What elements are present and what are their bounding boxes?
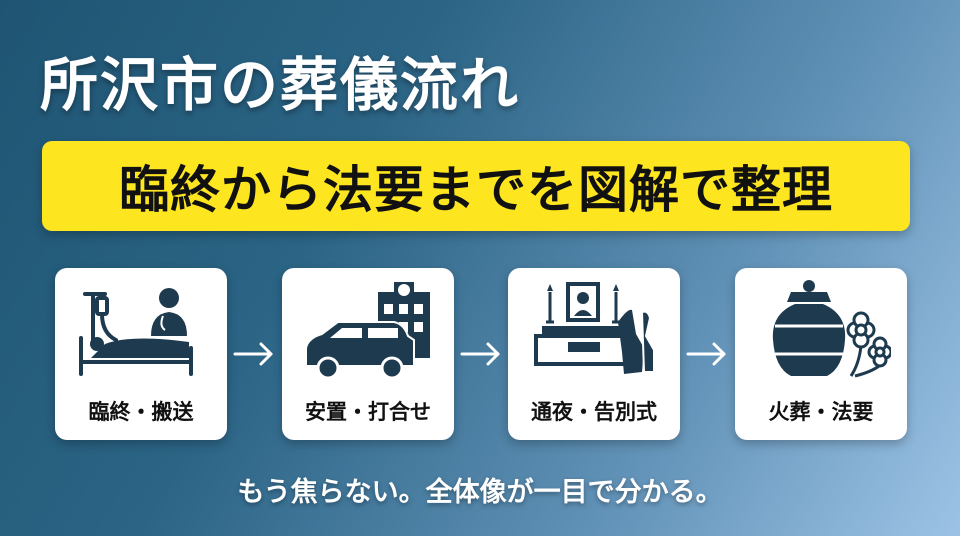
hearse-building-icon — [305, 282, 430, 380]
subtitle: 臨終から法要までを図解で整理 — [119, 161, 833, 219]
page-title: 所沢市の葬儀流れ — [40, 51, 521, 119]
step-label: 火葬・法要 — [768, 400, 874, 424]
urn-flowers-icon — [772, 280, 891, 378]
tagline: もう焦らない。全体像が一目で分かる。 — [237, 477, 723, 508]
right-arrow-icon — [233, 342, 273, 366]
step-label: 安置・打合せ — [305, 400, 431, 424]
step-label: 臨終・搬送 — [88, 400, 194, 424]
altar-praying-hands-icon — [534, 282, 655, 374]
right-arrow-icon — [460, 342, 500, 366]
step-card-3: 通夜・告別式 — [508, 268, 680, 440]
step-card-4: 火葬・法要 — [735, 268, 907, 440]
subtitle-banner: 臨終から法要までを図解で整理 — [42, 141, 910, 231]
step-label: 通夜・告別式 — [531, 400, 657, 424]
right-arrow-icon — [686, 342, 726, 366]
step-card-2: 安置・打合せ — [282, 268, 454, 440]
step-card-1: 臨終・搬送 — [55, 268, 227, 440]
hospital-bed-doctor-icon — [79, 288, 193, 376]
